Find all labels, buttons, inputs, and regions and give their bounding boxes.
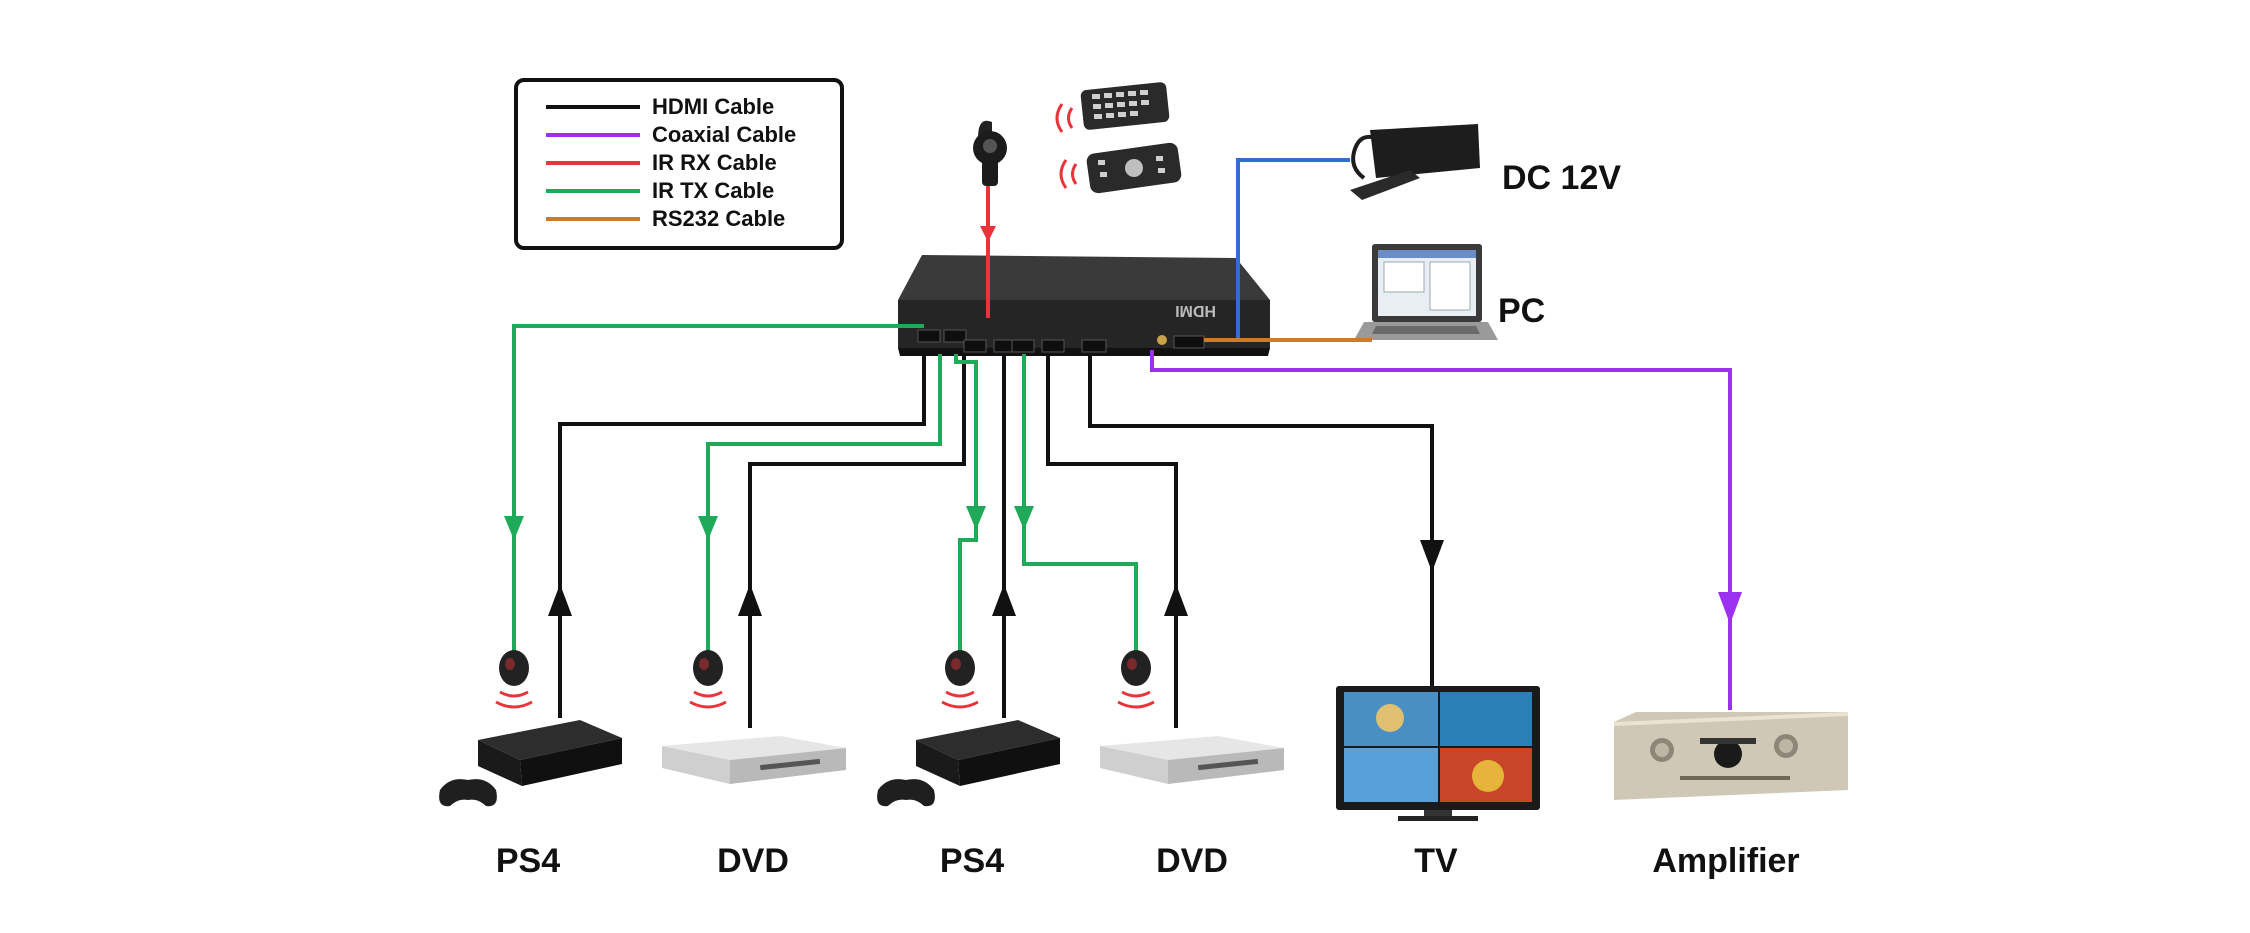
hdmi-cable-2 (738, 354, 966, 728)
ir-tx-cable-1 (504, 324, 924, 652)
dc-cable (1236, 158, 1350, 340)
coaxial-cable (1150, 350, 1742, 710)
ps4-label-2: PS4 (940, 842, 1004, 880)
amplifier-label: Amplifier (1652, 842, 1799, 880)
tv-icon (1336, 686, 1540, 821)
ir-emitter-icon (689, 650, 727, 709)
ir-tx-cable-2 (698, 354, 942, 652)
dvd-label-1: DVD (717, 842, 789, 880)
hdmi-cable-out (1088, 354, 1444, 700)
ir-emitter-icon (1117, 650, 1155, 709)
remote-control-icon (1055, 82, 1170, 133)
dvd-player-icon (1100, 736, 1284, 784)
legend-item-ir-tx: IR TX Cable (546, 178, 774, 203)
legend-item-ir-rx: IR RX Cable (546, 150, 777, 175)
hdmi-cable-3 (992, 354, 1016, 718)
power-label: DC 12V (1502, 159, 1621, 197)
ir-emitter-icon (941, 650, 979, 709)
legend-label-ir-rx: IR RX Cable (652, 150, 777, 175)
dvd-label-2: DVD (1156, 842, 1228, 880)
tv-label: TV (1414, 842, 1458, 880)
ir-emitter-icon (495, 650, 533, 709)
ir-rx-cable (980, 186, 996, 318)
legend-label-ir-tx: IR TX Cable (652, 178, 774, 203)
legend-item-coaxial: Coaxial Cable (546, 122, 796, 147)
dvd-player-icon (662, 736, 846, 784)
svg-text:HDMI: HDMI (1175, 302, 1216, 319)
hdmi-cable-4 (1046, 354, 1188, 728)
amplifier-icon (1614, 712, 1848, 800)
legend-label-rs232: RS232 Cable (652, 206, 785, 231)
legend-label-coaxial: Coaxial Cable (652, 122, 796, 147)
hdmi-switch-icon: HDMI (898, 255, 1270, 356)
hdmi-cable-1 (548, 354, 926, 718)
ps4-label-1: PS4 (496, 842, 560, 880)
ir-tx-cable-3 (954, 354, 986, 652)
ps4-console-icon (439, 720, 622, 807)
ir-tx-cable-4 (1014, 354, 1138, 652)
ps4-console-icon (877, 720, 1060, 807)
power-adapter-icon (1350, 124, 1480, 200)
legend-label-hdmi: HDMI Cable (652, 94, 774, 119)
remote-control-icon (1059, 142, 1182, 194)
legend-item-rs232: RS232 Cable (546, 206, 785, 231)
ir-receiver-icon (973, 120, 1007, 186)
legend-item-hdmi: HDMI Cable (546, 94, 774, 119)
legend: HDMI Cable Coaxial Cable IR RX Cable IR … (514, 78, 844, 250)
laptop-icon (1354, 244, 1498, 340)
pc-label: PC (1498, 292, 1545, 330)
